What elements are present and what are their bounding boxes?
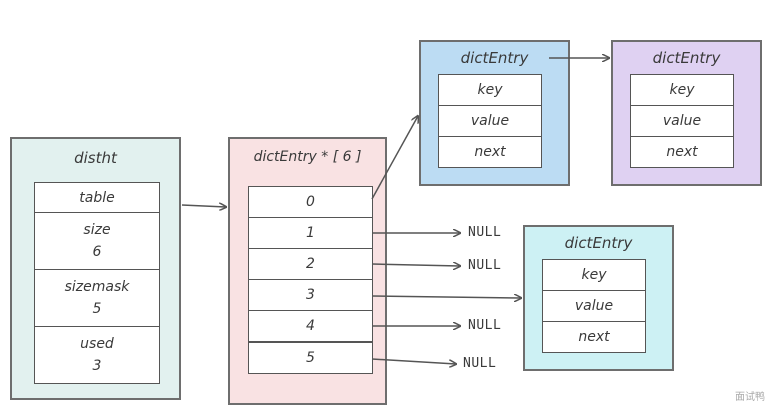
entry-blue-title: dictEntry (460, 49, 529, 67)
array-slot-4: 4 (248, 310, 373, 342)
array-slot-2: 2 (248, 248, 373, 280)
arrow-slot3-to-entry (371, 296, 521, 298)
array-slot-5: 5 (248, 342, 373, 374)
arrow-table-to-array (181, 205, 226, 207)
dictentry-purple-box: dictEntry key value next (611, 40, 762, 186)
null-label-slot-1: NULL (468, 225, 502, 240)
dictentry-cyan-box: dictEntry key value next (523, 225, 674, 371)
entry-cyan-value: value (542, 290, 646, 322)
entry-blue-key: key (438, 74, 542, 106)
size-label: size (83, 222, 111, 238)
array-title: dictEntry * [ 6 ] (253, 149, 362, 165)
dictentry-blue-box: dictEntry key value next (419, 40, 570, 186)
entry-blue-value: value (438, 105, 542, 137)
dictentry-array-box: dictEntry * [ 6 ] 0 1 2 3 4 5 (228, 137, 387, 405)
entry-cyan-title: dictEntry (564, 234, 633, 252)
entry-purple-value: value (630, 105, 734, 137)
array-slot-3: 3 (248, 279, 373, 311)
distht-title: distht (74, 149, 117, 167)
entry-cyan-next: next (542, 321, 646, 353)
entry-purple-key: key (630, 74, 734, 106)
entry-purple-title: dictEntry (652, 49, 721, 67)
size-value: 6 (92, 244, 102, 260)
entry-blue-next: next (438, 136, 542, 168)
entry-purple-next: next (630, 136, 734, 168)
used-field: used 3 (34, 326, 160, 384)
sizemask-value: 5 (92, 301, 102, 317)
distht-box: distht table size 6 sizemask 5 used 3 (10, 137, 181, 400)
null-label-slot-4: NULL (468, 318, 502, 333)
arrow-slot0-to-entry (371, 116, 418, 200)
arrow-slot2-to-null (371, 264, 460, 266)
used-label: used (80, 336, 114, 352)
null-label-slot-5: NULL (463, 356, 497, 371)
watermark: 面试鸭 (735, 392, 765, 403)
sizemask-field: sizemask 5 (34, 269, 160, 327)
null-label-slot-2: NULL (468, 258, 502, 273)
sizemask-label: sizemask (64, 279, 130, 295)
arrow-slot5-to-null (371, 358, 456, 364)
size-field: size 6 (34, 212, 160, 270)
entry-cyan-key: key (542, 259, 646, 291)
used-value: 3 (92, 358, 102, 374)
